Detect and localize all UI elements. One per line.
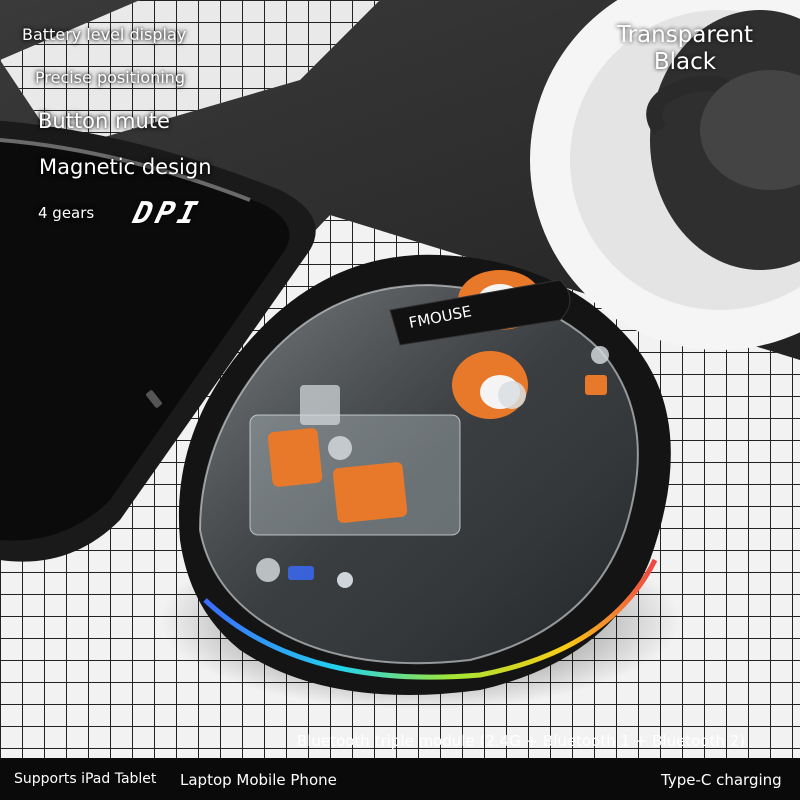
variant-line-2: Black bbox=[653, 49, 717, 75]
feature-battery-level: Battery level display bbox=[22, 25, 187, 44]
bottom-bar bbox=[0, 758, 800, 800]
feature-magnetic-design: Magnetic design bbox=[39, 155, 212, 179]
feature-4-gears: 4 gears bbox=[38, 204, 95, 222]
feature-button-mute: Button mute bbox=[38, 109, 170, 133]
feature-precise-positioning: Precise positioning bbox=[35, 68, 186, 87]
bluetooth-module-text: Bluetooth triple module (2.4G + Bluetoot… bbox=[297, 732, 746, 750]
dpi-label: DPI bbox=[129, 196, 205, 231]
color-variant-label: Transparent Black bbox=[600, 22, 770, 76]
laptop-phone-text: Laptop Mobile Phone bbox=[180, 771, 337, 789]
variant-line-1: Transparent bbox=[616, 22, 754, 48]
type-c-charging-text: Type-C charging bbox=[661, 771, 782, 789]
transparent-mouse: FMOUSE bbox=[178, 254, 671, 695]
supports-ipad-text: Supports iPad Tablet bbox=[14, 771, 157, 787]
phone bbox=[0, 120, 316, 562]
coffee-cup bbox=[530, 0, 800, 350]
